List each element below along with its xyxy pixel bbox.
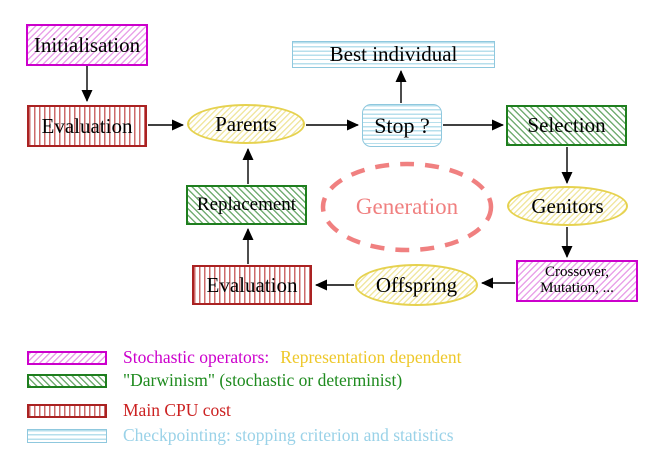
legend-row-checkpointing: Checkpointing: stopping criterion and st… [27,425,454,446]
node-crossover-mutation: Crossover, Mutation, ... [516,260,638,302]
legend-swatch-green-hatch [27,373,107,388]
legend-swatch-magenta-hatch [27,350,107,365]
generation-cycle-label: Generation [323,164,491,250]
node-offspring: Offspring [355,264,478,306]
legend-swatch-red-stripes [27,403,107,418]
legend-label-cpu-cost: Main CPU cost [123,400,231,420]
node-selection-label: Selection [527,113,606,138]
legend-label-representation: Representation dependent [280,347,462,367]
node-genitors: Genitors [507,186,628,226]
node-parents: Parents [187,104,305,144]
legend-row-stochastic: Stochastic operators: Representation dep… [27,347,462,368]
generation-text: Generation [355,194,459,219]
legend-row-darwinism: "Darwinism" (stochastic or determinist) [27,370,402,391]
node-genitors-label: Genitors [531,193,604,218]
node-best-individual: Best individual [292,41,495,68]
node-selection: Selection [506,105,627,146]
legend-label-stochastic: Stochastic operators: [123,347,270,367]
node-replacement-label: Replacement [196,194,297,216]
node-initialisation-label: Initialisation [33,32,141,57]
node-evaluation-bottom: Evaluation [192,265,312,305]
legend-swatch-cyan-stripes [27,428,107,443]
node-offspring-label: Offspring [375,272,458,297]
node-crossover-line1: Crossover, [545,264,609,281]
node-replacement: Replacement [186,185,307,225]
node-best-individual-label: Best individual [329,42,458,67]
node-initialisation: Initialisation [26,24,148,66]
node-stop: Stop ? [362,104,442,147]
node-parents-label: Parents [215,111,277,136]
node-crossover-line2: Mutation, ... [540,280,614,296]
legend-row-cpu-cost: Main CPU cost [27,400,231,421]
legend-label-darwinism: "Darwinism" (stochastic or determinist) [123,370,403,390]
node-stop-label: Stop ? [374,112,430,138]
legend-label-checkpointing: Checkpointing: stopping criterion and st… [123,425,454,445]
node-evaluation-top-label: Evaluation [41,113,133,138]
node-evaluation-top: Evaluation [27,105,147,147]
node-evaluation-bottom-label: Evaluation [206,272,298,297]
